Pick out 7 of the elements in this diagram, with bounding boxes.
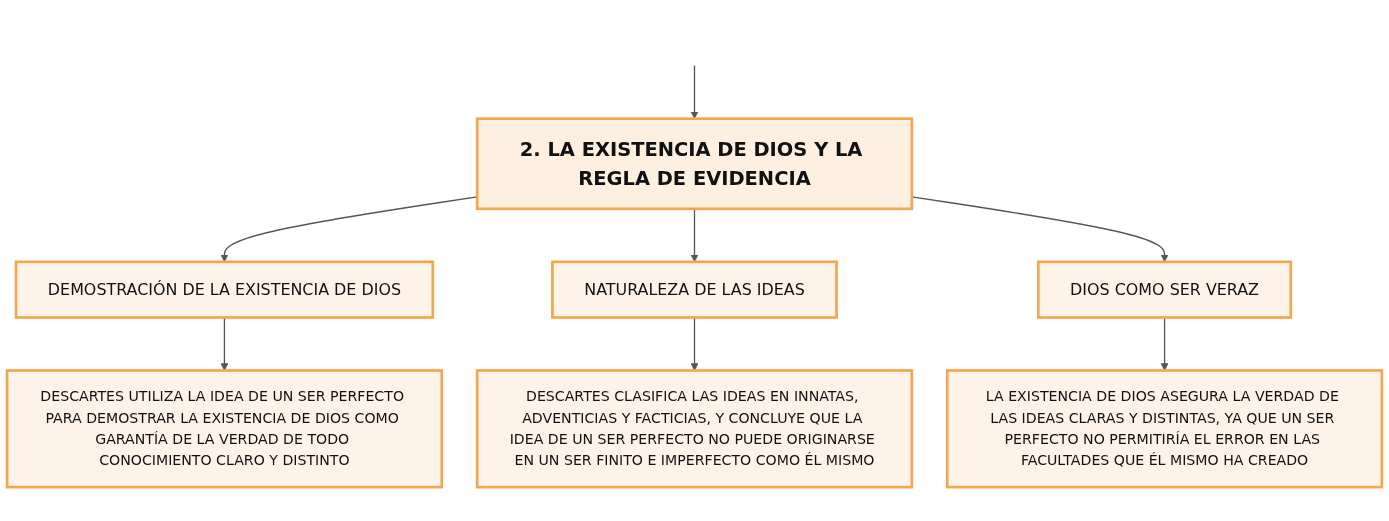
node-box: LA EXISTENCIA DE DIOS ASEGURA LA VERDAD DE LAS IDEAS CLARAS Y DISTINTAS, YA QUE UN SER PERFECTO NO PERMITIRÍA EL ERROR EN LAS FACULTADES QUE ÉL MISMO HA CREADO [945, 369, 1384, 489]
node-box: DEMOSTRACIÓN DE LA EXISTENCIA DE DIOS [14, 260, 435, 319]
node-box: DESCARTES CLASIFICA LAS IDEAS EN INNATAS, ADVENTICIAS Y FACTICIAS, Y CONCLUYE QUE LA IDEA DE UN SER PERFECTO NO PUEDE ORIGINARSE EN UN SER FINITO E IMPERFECTO COMO ÉL MISMO [475, 369, 914, 489]
node-box: NATURALEZA DE LAS IDEAS [551, 260, 838, 319]
node-box: 2. LA EXISTENCIA DE DIOS Y LA REGLA DE EVIDENCIA [475, 117, 914, 211]
node-box: DESCARTES UTILIZA LA IDEA DE UN SER PERFECTO PARA DEMOSTRAR LA EXISTENCIA DE DIOS COMO GARANTÍA DE LA VERDAD DE TODO CONOCIMIENTO CLARO Y DISTINTO [5, 369, 444, 489]
node-box: DIOS COMO SER VERAZ [1037, 260, 1293, 319]
